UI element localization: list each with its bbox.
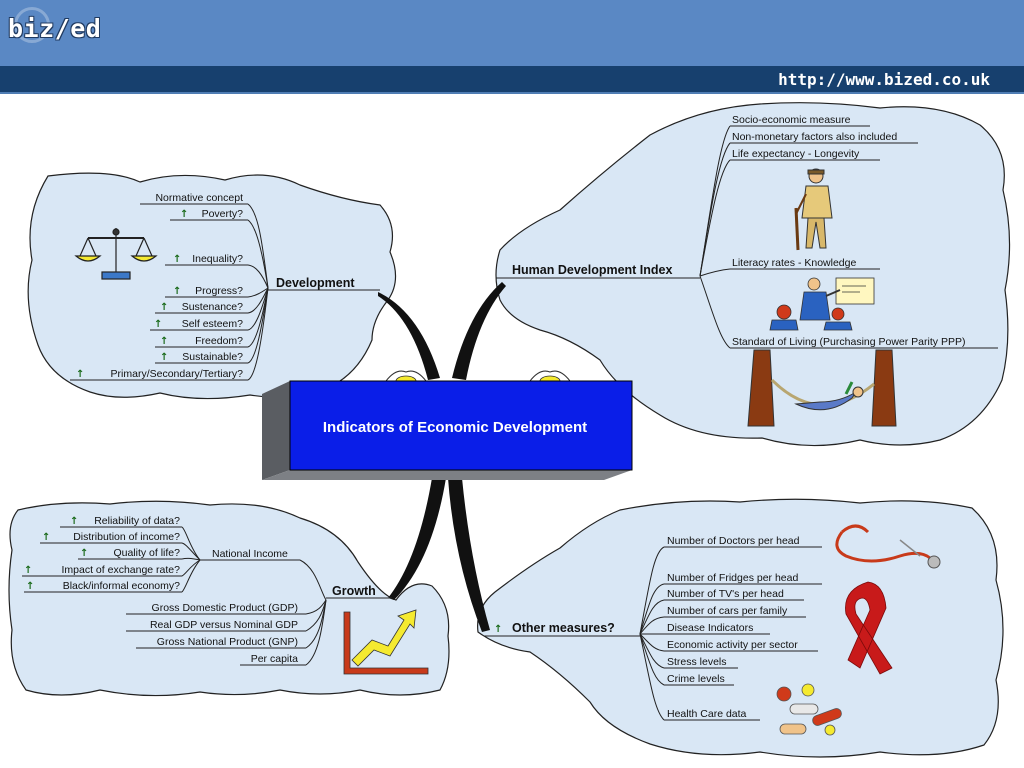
stethoscope-icon: [835, 524, 941, 569]
development-item: Self esteem?: [182, 318, 243, 330]
national-income-item: Impact of exchange rate?: [62, 564, 181, 576]
development-item: Inequality?: [192, 253, 243, 265]
growth-item: Per capita: [251, 653, 298, 665]
other-item: Economic activity per sector: [667, 639, 798, 651]
development-item: Sustainable?: [182, 351, 243, 363]
development-title: Development: [276, 276, 355, 290]
hint-icon: ↑: [26, 581, 34, 592]
national-income-item: Distribution of income?: [73, 531, 180, 543]
hint-icon: ↑: [173, 254, 181, 265]
connector-growth: [388, 478, 446, 600]
growth-title: Growth: [332, 584, 376, 598]
mind-map: Indicators of Economic Development Devel…: [8, 102, 1011, 758]
other-item: Number of cars per family: [667, 605, 788, 617]
other-item: Crime levels: [667, 673, 725, 685]
scales-icon: [74, 228, 158, 280]
other-branch: ↑ Other measures? Number of Doctors per …: [484, 535, 822, 721]
national-income-label: National Income: [212, 548, 288, 560]
hdi-item: Non-monetary factors also included: [732, 131, 897, 143]
development-branch: Development Normative concept Poverty? I…: [70, 192, 380, 381]
hammock-icon: [747, 349, 897, 427]
other-item: Disease Indicators: [667, 622, 753, 634]
hint-icon: ↑: [154, 319, 162, 330]
hint-icon: ↑: [80, 548, 88, 559]
other-item: Number of TV's per head: [667, 588, 784, 600]
header-band: [0, 0, 1024, 66]
development-bubble: [27, 172, 397, 400]
growth-bubble: [8, 500, 450, 697]
other-title: Other measures?: [512, 621, 615, 635]
hint-icon: ↑: [24, 565, 32, 576]
hdi-title: Human Development Index: [512, 263, 672, 277]
hint-icon: ↑: [160, 352, 168, 363]
header-line: [0, 92, 1024, 94]
national-income-item: Black/informal economy?: [63, 580, 180, 592]
header-strip: [0, 66, 1024, 92]
bized-logo[interactable]: biz/ed: [8, 14, 102, 43]
hint-icon: ↑: [494, 624, 502, 635]
center-node[interactable]: Indicators of Economic Development: [262, 380, 633, 480]
pills-icon: [776, 683, 842, 736]
awareness-ribbon-icon: [845, 581, 893, 675]
hint-icon: ↑: [70, 516, 78, 527]
other-item: Number of Fridges per head: [667, 572, 798, 584]
center-title: Indicators of Economic Development: [323, 419, 587, 436]
growth-item: Gross Domestic Product (GDP): [152, 602, 298, 614]
national-income-item: Reliability of data?: [94, 515, 180, 527]
hint-icon: ↑: [42, 532, 50, 543]
development-item: Primary/Secondary/Tertiary?: [111, 368, 244, 380]
hdi-item: Standard of Living (Purchasing Power Par…: [732, 336, 965, 348]
hdi-branch: Human Development Index Socio-economic m…: [496, 114, 998, 349]
hint-icon: ↑: [76, 369, 84, 380]
development-item: Normative concept: [155, 192, 243, 204]
connector-other: [448, 478, 490, 632]
growth-chart-icon: [343, 609, 429, 675]
hdi-item: Socio-economic measure: [732, 114, 851, 126]
other-bubble: [477, 498, 1004, 758]
hint-icon: ↑: [180, 209, 188, 220]
hint-icon: ↑: [160, 302, 168, 313]
hdi-item: Literacy rates - Knowledge: [732, 257, 856, 269]
development-item: Progress?: [195, 285, 243, 297]
connector-development: [378, 292, 440, 380]
other-item: Number of Doctors per head: [667, 535, 800, 547]
growth-item: Real GDP versus Nominal GDP: [150, 619, 298, 631]
at-sign-icon: [14, 7, 50, 43]
national-income-item: Quality of life?: [113, 547, 180, 559]
growth-item: Gross National Product (GNP): [157, 636, 298, 648]
hint-icon: ↑: [160, 336, 168, 347]
connector-hdi: [452, 282, 506, 380]
development-item: Freedom?: [195, 335, 243, 347]
site-url-link[interactable]: http://www.bized.co.uk: [778, 70, 990, 89]
hdi-item: Life expectancy - Longevity: [732, 148, 860, 160]
hint-icon: ↑: [173, 286, 181, 297]
old-man-icon: [794, 168, 833, 251]
site-header: biz/ed http://www.bized.co.uk: [0, 0, 1024, 94]
development-item: Sustenance?: [182, 301, 243, 313]
growth-branch: National Income Growth Reliability of da…: [22, 515, 392, 666]
other-item: Stress levels: [667, 656, 727, 668]
development-item: Poverty?: [202, 208, 244, 220]
teacher-icon: [769, 277, 875, 331]
other-item: Health Care data: [667, 708, 747, 720]
